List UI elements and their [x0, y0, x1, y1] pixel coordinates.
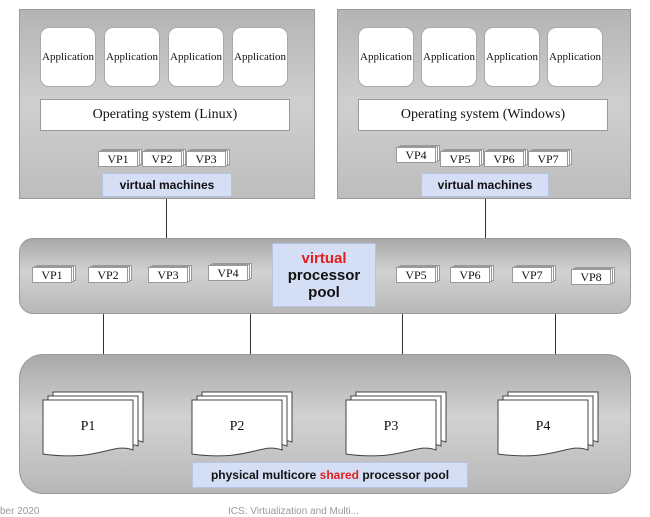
app-box: Application: [358, 27, 414, 87]
connector-line: [402, 314, 403, 354]
vp-stack: VP6: [450, 265, 494, 284]
connector-line: [103, 314, 104, 354]
connector-line: [250, 314, 251, 354]
virtual-word: virtual: [301, 249, 347, 267]
connector-line: [166, 199, 167, 238]
physical-label-shared: shared: [319, 468, 360, 482]
connector-line: [485, 199, 486, 238]
processor-p4: P4: [497, 391, 599, 457]
vp-stack: VP4: [396, 145, 440, 164]
processor-label: P4: [535, 419, 551, 434]
pool-word: pool: [308, 283, 340, 301]
processor-label: P1: [80, 419, 96, 434]
vp-stack: VP4: [208, 263, 252, 282]
os-linux: Operating system (Linux): [40, 99, 290, 131]
physical-pool-label: physical multicore shared processor pool: [192, 462, 468, 488]
vp-stack: VP8: [571, 267, 615, 286]
page-stack-shape: [497, 391, 599, 457]
virtual-processor-pool: VP1 VP2 VP3 VP4 virtual processor pool V…: [19, 238, 631, 314]
processor-word: processor: [287, 266, 361, 284]
vp-stack: VP2: [142, 149, 186, 168]
vp-stack: VP2: [88, 265, 132, 284]
os-windows: Operating system (Windows): [358, 99, 608, 131]
app-box: Application: [168, 27, 224, 87]
app-box: Application: [232, 27, 288, 87]
physical-label-pre: physical multicore: [210, 468, 320, 482]
vp-stack: VP6: [484, 149, 528, 168]
virtual-machines-label: virtual machines: [421, 173, 549, 197]
physical-label-post: processor pool: [359, 468, 450, 482]
connector-line: [555, 314, 556, 354]
footer-center-text: ICS: Virtualization and Multi...: [228, 506, 359, 517]
footer-left-text: ber 2020: [0, 506, 40, 517]
processor-label: P3: [383, 419, 399, 434]
vm-windows-box: Application Application Application Appl…: [337, 9, 631, 199]
app-box: Application: [104, 27, 160, 87]
vp-stack: VP1: [98, 149, 142, 168]
page-stack-shape: [42, 391, 144, 457]
vm-linux-box: Application Application Application Appl…: [19, 9, 315, 199]
vp-stack: VP5: [440, 149, 484, 168]
app-box: Application: [547, 27, 603, 87]
vp-stack: VP3: [186, 149, 230, 168]
virtual-pool-label: virtual processor pool: [272, 243, 376, 307]
virtual-machines-label: virtual machines: [102, 173, 232, 197]
processor-label: P2: [229, 419, 245, 434]
processor-p1: P1: [42, 391, 144, 457]
app-box: Application: [40, 27, 96, 87]
vp-stack: VP3: [148, 265, 192, 284]
app-box: Application: [421, 27, 477, 87]
vp-stack: VP1: [32, 265, 76, 284]
processor-p2: P2: [191, 391, 293, 457]
app-box: Application: [484, 27, 540, 87]
vp-stack: VP7: [512, 265, 556, 284]
page-stack-shape: [191, 391, 293, 457]
physical-processor-pool: P1 P2 P3 P4 physical multicore shared pr…: [19, 354, 631, 494]
processor-p3: P3: [345, 391, 447, 457]
page-stack-shape: [345, 391, 447, 457]
vp-stack: VP7: [528, 149, 572, 168]
vp-stack: VP5: [396, 265, 440, 284]
